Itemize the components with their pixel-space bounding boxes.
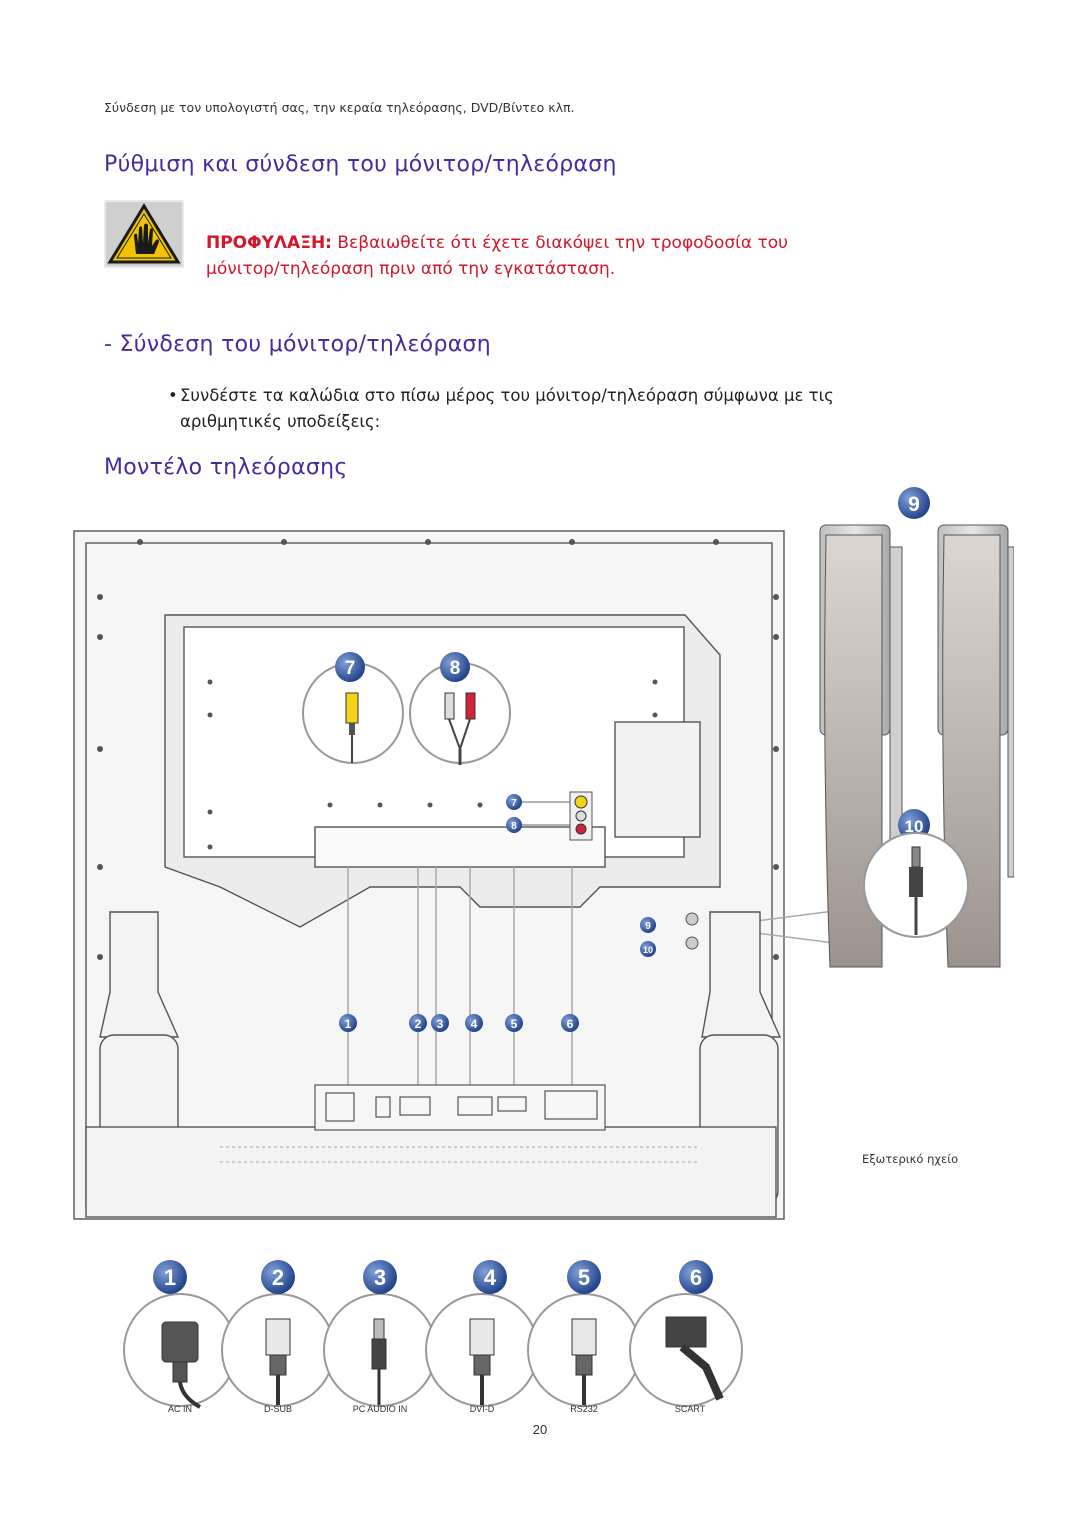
svg-text:1: 1 bbox=[164, 1265, 176, 1290]
svg-text:4: 4 bbox=[484, 1265, 497, 1290]
port-label-dvi-d: DVI-D bbox=[469, 1404, 495, 1414]
bullet-line2: αριθμητικές υποδείξεις: bbox=[180, 412, 381, 431]
svg-text:1: 1 bbox=[345, 1017, 352, 1031]
svg-text:10: 10 bbox=[905, 817, 924, 836]
svg-text:6: 6 bbox=[690, 1265, 702, 1290]
bottom-callout-badges: 1 2 3 4 5 6 bbox=[153, 1260, 713, 1294]
breadcrumb: Σύνδεση με τον υπολογιστή σας, την κεραί… bbox=[104, 100, 575, 115]
svg-text:8: 8 bbox=[450, 658, 461, 679]
svg-text:2: 2 bbox=[415, 1017, 422, 1031]
page-number: 20 bbox=[532, 1422, 548, 1437]
section-title: Ρύθμιση και σύνδεση του μόνιτορ/τηλεόρασ… bbox=[104, 152, 617, 177]
speaker-jack-connector bbox=[909, 846, 923, 935]
warning-text-line1: Βεβαιωθείτε ότι έχετε διακόψει την τροφο… bbox=[331, 233, 788, 253]
callout-badges-78: 7 8 7 8 bbox=[335, 652, 522, 833]
svg-text:6: 6 bbox=[567, 1017, 574, 1031]
tv-connection-diagram: 7 8 7 8 bbox=[70, 487, 1015, 1497]
audio-lr-connector bbox=[444, 692, 476, 765]
warning-message: ΠΡΟΦΥΛΑΞΗ: Βεβαιωθείτε ότι έχετε διακόψε… bbox=[206, 230, 866, 282]
port-label-ac-in: AC IN bbox=[167, 1404, 192, 1414]
svg-text:5: 5 bbox=[578, 1265, 590, 1290]
speaker-label: Εξωτερικό ηχείο bbox=[862, 1152, 959, 1166]
svg-text:2: 2 bbox=[272, 1265, 284, 1290]
bullet-line1: Συνδέστε τα καλώδια στο πίσω μέρος του μ… bbox=[180, 386, 834, 405]
callout-badges-top-row: 1 2 3 4 5 6 bbox=[339, 1014, 579, 1032]
caution-hand-icon bbox=[104, 200, 184, 268]
warning-text-line2: μόνιτορ/τηλεόραση πριν από την εγκατάστα… bbox=[206, 259, 616, 279]
svg-text:7: 7 bbox=[511, 798, 517, 809]
svg-text:5: 5 bbox=[511, 1017, 518, 1031]
svg-text:9: 9 bbox=[908, 493, 920, 516]
subsection-title: - Σύνδεση του μόνιτορ/τηλεόραση bbox=[104, 332, 491, 357]
bullet-dot: • bbox=[168, 386, 178, 405]
port-label-rs232: RS232 bbox=[570, 1404, 598, 1414]
svg-text:7: 7 bbox=[345, 658, 356, 679]
svg-text:3: 3 bbox=[437, 1017, 444, 1031]
svg-text:9: 9 bbox=[645, 921, 651, 932]
port-label-scart: SCART bbox=[674, 1404, 706, 1414]
svg-text:10: 10 bbox=[643, 945, 653, 955]
svg-text:8: 8 bbox=[511, 821, 517, 832]
warning-label: ΠΡΟΦΥΛΑΞΗ: bbox=[206, 233, 332, 253]
model-title: Μοντέλο τηλεόρασης bbox=[104, 455, 348, 480]
composite-video-connector bbox=[345, 692, 359, 763]
svg-text:3: 3 bbox=[374, 1265, 386, 1290]
external-speakers bbox=[819, 524, 1015, 968]
port-label-d-sub: D-SUB bbox=[263, 1404, 292, 1414]
port-label-pc-audio-in: PC AUDIO IN bbox=[352, 1404, 408, 1414]
svg-text:4: 4 bbox=[471, 1017, 478, 1031]
